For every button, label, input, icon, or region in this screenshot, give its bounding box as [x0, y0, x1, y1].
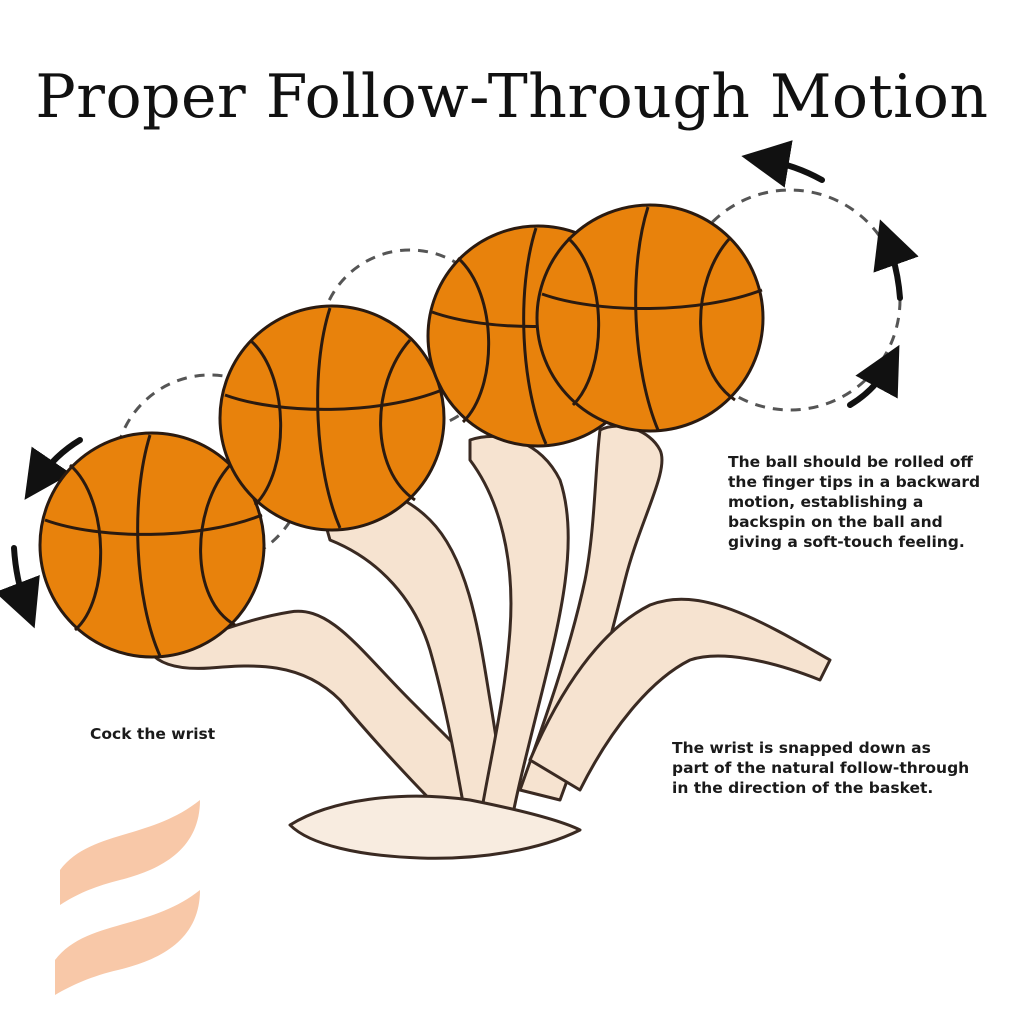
basketball-icon	[535, 203, 765, 433]
arrow-icon	[741, 140, 825, 188]
basketball-icon	[218, 304, 446, 532]
arrow-icon	[847, 344, 900, 408]
rotation-arrows	[0, 140, 919, 629]
annotation-backspin: The ball should be rolled off the finger…	[728, 453, 981, 551]
arrow-icon	[0, 545, 40, 629]
annotation-cock-wrist: Cock the wrist	[90, 725, 216, 743]
arm-snap	[528, 597, 832, 792]
basketball-icon	[38, 431, 266, 659]
shoulder-base	[288, 794, 582, 860]
arrow-icon	[873, 219, 919, 301]
arms	[148, 424, 832, 860]
logo-mark	[55, 800, 200, 995]
page-title: Proper Follow-Through Motion	[35, 62, 989, 132]
annotation-wrist-snap: The wrist is snapped down as part of the…	[672, 739, 970, 797]
basketballs	[38, 203, 765, 659]
arm-mid-2	[468, 434, 570, 832]
arrow-icon	[24, 437, 83, 500]
